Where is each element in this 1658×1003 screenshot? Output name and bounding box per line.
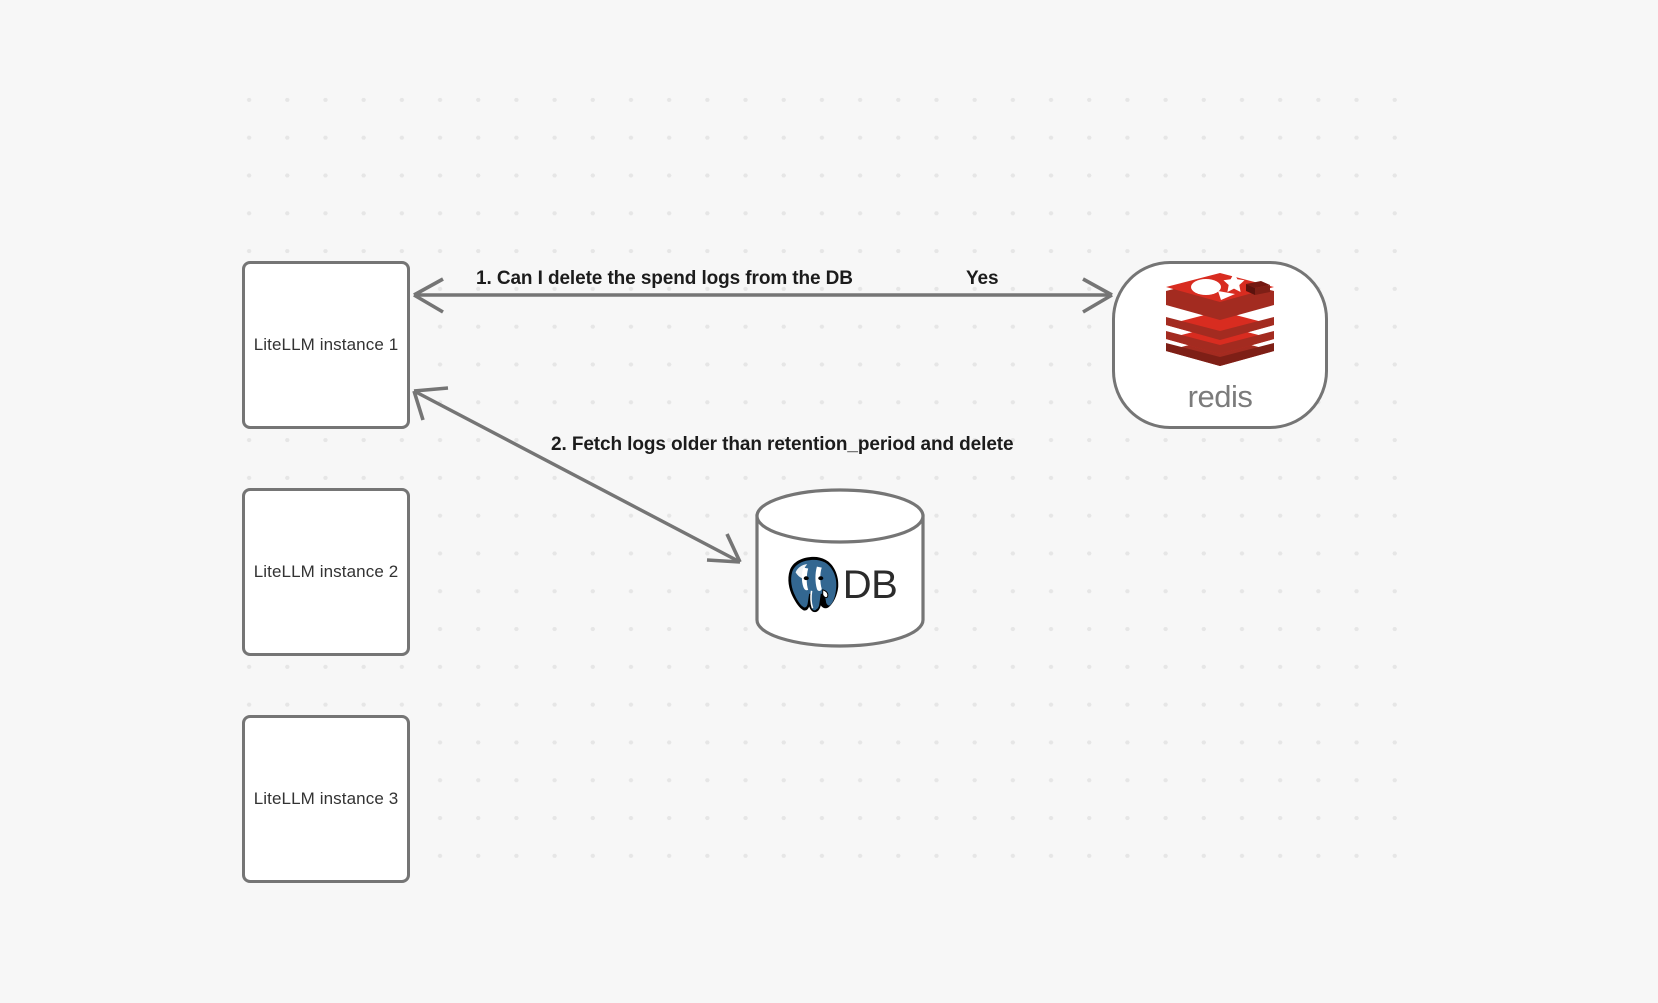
db-label: DB [842,562,898,607]
cylinder-shape [755,488,925,648]
node-litellm-instance-2[interactable]: LiteLLM instance 2 [242,488,410,656]
redis-wordmark-icon: redis [1188,379,1253,414]
edge-fetch-delete [412,386,742,564]
node-label: LiteLLM instance 3 [253,789,399,808]
edge-request-response [413,277,1113,314]
node-label: LiteLLM instance 2 [253,562,399,581]
node-redis[interactable]: redis [1112,261,1328,429]
edge-label-step-1: 1. Can I delete the spend logs from the … [476,268,853,289]
redis-logo-icon: redis [1160,267,1280,419]
postgresql-elephant-icon [788,556,839,613]
redis-stack-icon [1166,273,1274,366]
node-litellm-instance-3[interactable]: LiteLLM instance 3 [242,715,410,883]
node-label: LiteLLM instance 1 [253,335,399,354]
node-litellm-instance-1[interactable]: LiteLLM instance 1 [242,261,410,429]
node-database[interactable]: DB [754,488,926,648]
edge-label-yes: Yes [966,268,999,289]
svg-text:redis: redis [1188,379,1253,414]
edge-label-step-2: 2. Fetch logs older than retention_perio… [551,434,1014,455]
